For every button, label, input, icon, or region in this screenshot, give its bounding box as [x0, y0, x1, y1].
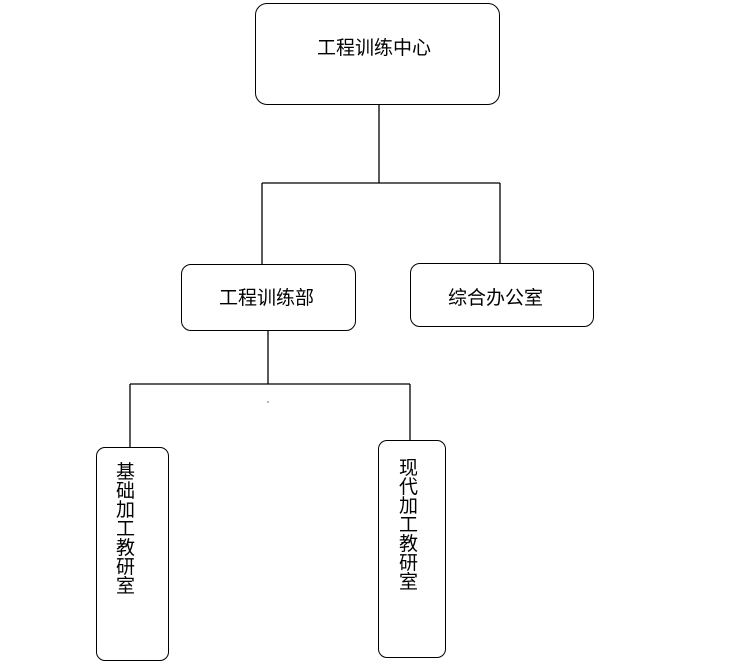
- node-training-dept-label: 工程训练部: [219, 287, 315, 309]
- node-root: 工程训练中心: [255, 3, 500, 105]
- node-basic-machining-lab-label: 基础加工教研室: [116, 461, 136, 597]
- node-modern-machining-lab-label: 现代加工教研室: [399, 457, 419, 593]
- stray-dot: [267, 401, 269, 403]
- node-general-office-label: 综合办公室: [448, 287, 544, 309]
- node-root-label: 工程训练中心: [317, 37, 432, 59]
- node-training-dept: 工程训练部: [181, 264, 356, 331]
- node-basic-machining-lab: 基础加工教研室: [96, 447, 169, 661]
- node-general-office: 综合办公室: [410, 263, 594, 327]
- node-modern-machining-lab: 现代加工教研室: [378, 440, 446, 658]
